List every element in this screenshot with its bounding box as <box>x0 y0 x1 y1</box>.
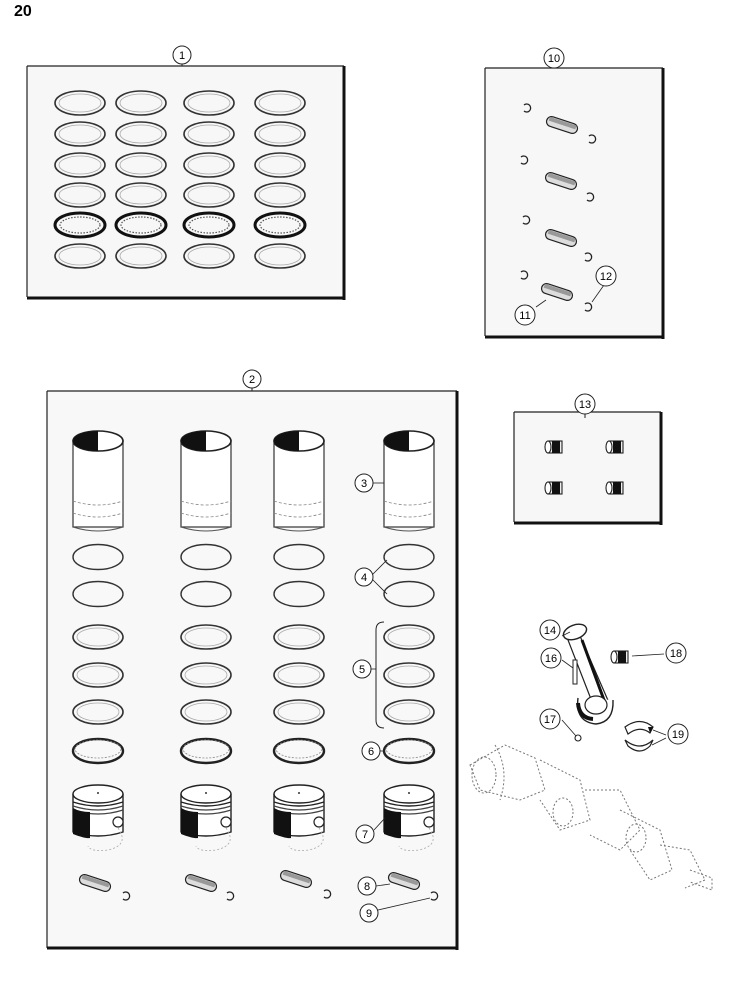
svg-text:2: 2 <box>249 374 255 386</box>
connecting-rod-assembly <box>561 623 667 752</box>
sleeve-piston-panel <box>46 387 459 950</box>
ring-sets-panel <box>26 57 346 300</box>
callout-9: 9 <box>359 903 379 923</box>
svg-text:9: 9 <box>366 908 372 920</box>
svg-text:16: 16 <box>545 653 557 665</box>
pin-sets-panel <box>484 61 665 339</box>
svg-text:13: 13 <box>579 399 591 411</box>
svg-text:17: 17 <box>544 714 556 726</box>
svg-text:7: 7 <box>362 829 368 841</box>
callout-6: 6 <box>361 741 381 761</box>
svg-text:12: 12 <box>600 271 612 283</box>
svg-text:19: 19 <box>672 729 684 741</box>
callout-14: 14 <box>539 619 561 641</box>
callout-3: 3 <box>354 473 374 493</box>
callout-10: 10 <box>543 47 565 69</box>
callout-12: 12 <box>595 265 617 287</box>
callout-19: 19 <box>667 723 689 745</box>
callout-16: 16 <box>540 647 562 669</box>
svg-text:18: 18 <box>670 648 682 660</box>
page-number: 20 <box>14 3 32 20</box>
callout-4: 4 <box>354 567 374 587</box>
callout-5: 5 <box>352 659 372 679</box>
callout-13: 13 <box>574 393 596 415</box>
crankshaft-phantom <box>469 744 713 891</box>
svg-text:3: 3 <box>361 478 367 490</box>
svg-text:5: 5 <box>359 664 365 676</box>
pistons <box>72 784 435 851</box>
callout-7: 7 <box>355 824 375 844</box>
svg-text:8: 8 <box>364 881 370 893</box>
callout-18: 18 <box>665 642 687 664</box>
bushing-panel <box>513 411 663 525</box>
svg-text:14: 14 <box>544 625 556 637</box>
svg-text:11: 11 <box>519 310 530 322</box>
svg-text:1: 1 <box>179 50 185 62</box>
svg-text:6: 6 <box>368 746 374 758</box>
callouts: 1 10 11 12 2 13 3 4 5 6 7 8 9 14 16 18 1… <box>172 45 689 923</box>
svg-text:4: 4 <box>361 572 367 584</box>
callout-1: 1 <box>172 45 192 65</box>
callout-17: 17 <box>539 708 561 730</box>
callout-11: 11 <box>514 304 536 326</box>
svg-text:10: 10 <box>548 53 560 65</box>
callout-8: 8 <box>357 876 377 896</box>
callout-2: 2 <box>242 369 262 389</box>
